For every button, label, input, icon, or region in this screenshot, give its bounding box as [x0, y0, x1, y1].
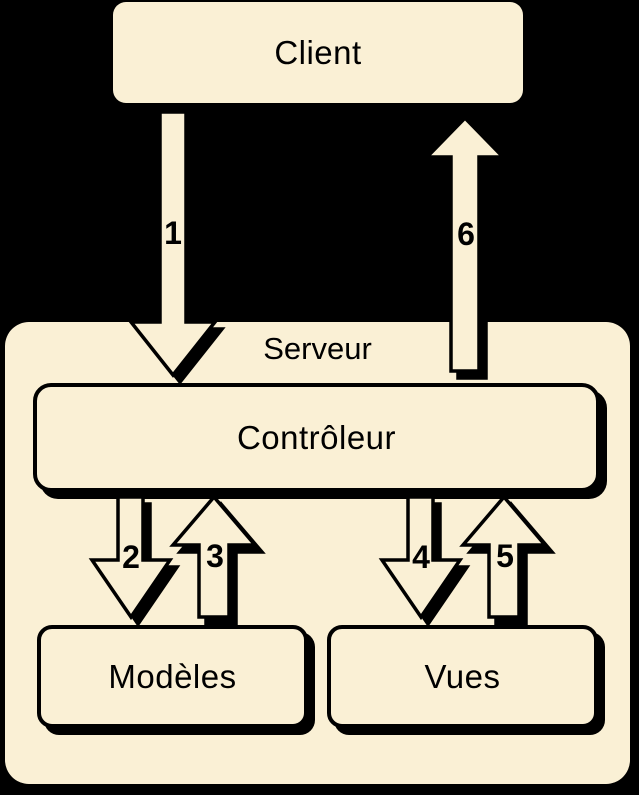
vues-label: Vues: [424, 657, 501, 695]
arrow-2-number: 2: [122, 539, 140, 575]
client-node: Client: [113, 2, 523, 103]
arrow-5-number: 5: [496, 538, 514, 574]
arrow-1-number: 1: [164, 215, 182, 251]
vues-node: Vues: [327, 625, 598, 728]
controleur-node: Contrôleur: [33, 383, 600, 492]
modeles-node: Modèles: [37, 625, 308, 728]
serveur-label: Serveur: [263, 331, 372, 366]
modeles-label: Modèles: [108, 657, 237, 695]
arrow-4-number: 4: [412, 539, 430, 575]
arrow-3-number: 3: [206, 538, 224, 574]
arrow-6-number: 6: [457, 216, 475, 252]
client-label: Client: [274, 33, 362, 71]
controleur-label: Contrôleur: [236, 418, 397, 456]
